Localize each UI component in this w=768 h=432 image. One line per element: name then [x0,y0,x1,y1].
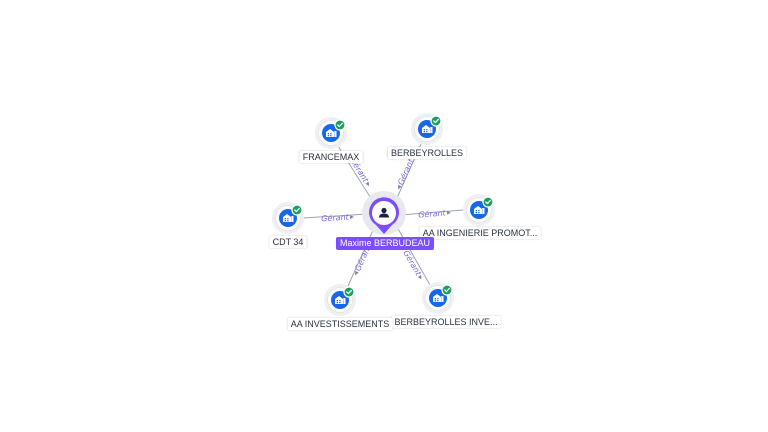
edge-aa-ingenierie: Gérant [399,207,464,220]
building-icon [433,294,444,302]
company-node-aa-ingenierie[interactable] [463,194,495,226]
verified-check-icon [430,115,442,127]
person-label[interactable]: Maxime BERBUDEAU [335,237,435,250]
verified-check-icon [291,204,303,216]
edge-line [396,226,431,286]
edge-arrow-icon [398,184,402,190]
edge-arrow-icon [446,210,451,215]
verified-check-icon [482,196,494,208]
edge-arrow-icon [355,270,359,276]
person-node[interactable] [362,191,406,235]
building-icon [283,214,294,222]
edge-label: Gérant [395,156,416,186]
edge-line [302,213,369,219]
company-label-aa-investissements[interactable]: AA INVESTISSEMENTS [287,318,393,330]
edge-label: Gérant [321,212,350,224]
company-label-berbeyrolles-inve[interactable]: BERBEYROLLES INVE... [391,316,501,328]
edge-label: Gérant [401,248,424,278]
building-icon [474,206,485,214]
verified-check-icon [334,119,346,131]
edge-line [399,209,464,216]
company-label-cdt34[interactable]: CDT 34 [269,236,307,248]
company-node-aa-investissements[interactable] [324,284,356,316]
edge-cdt34: Gérant [302,212,369,224]
verified-check-icon [343,286,355,298]
company-label-francemax[interactable]: FRANCEMAX [299,151,363,163]
company-node-cdt34[interactable] [272,202,304,234]
person-icon [379,207,389,218]
company-node-francemax[interactable] [315,117,347,149]
building-icon [335,296,346,304]
company-node-berbeyrolles[interactable] [411,113,443,145]
company-label-berbeyrolles[interactable]: BERBEYROLLES [387,147,467,159]
edge-label: Gérant [418,207,447,219]
edge-arrow-icon [417,275,422,280]
building-icon [422,125,433,133]
edge-arrow-icon [349,215,354,220]
building-icon [326,129,337,137]
nodes-layer [272,113,495,316]
company-node-berbeyrolles-inve[interactable] [422,282,454,314]
verified-check-icon [441,284,453,296]
edge-arrow-icon [365,181,370,187]
company-label-aa-ingenierie[interactable]: AA INGENIERIE PROMOT... [419,227,541,239]
